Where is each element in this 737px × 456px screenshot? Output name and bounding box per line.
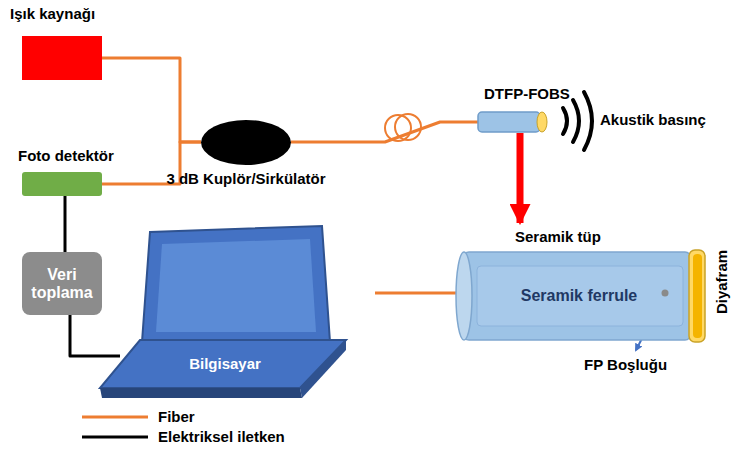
computer-laptop: Bilgisayar [120, 342, 330, 386]
legend-sample-fiber [82, 416, 148, 419]
node-text: DTFP-FOBS [484, 85, 570, 102]
fiber-line [375, 292, 460, 295]
sensor-probe: DTFP-FOBS [478, 111, 548, 133]
fiber-coil [385, 114, 421, 141]
sensor-probe-outline [478, 111, 548, 133]
node-text: Seramik ferrule [481, 287, 677, 305]
data-acquisition-box: Veri toplama [22, 252, 102, 315]
node-text: 3 dB Kuplör/Sirkülatör [166, 170, 325, 187]
node-text: Işık kaynağı [10, 5, 95, 22]
coil-loop [395, 114, 421, 140]
fiber-line [102, 58, 201, 142]
laptop-display [156, 239, 316, 332]
photodetector-box: Foto detektör [22, 172, 102, 196]
light-source-box: Işık kaynağı [22, 36, 102, 80]
laptop-screen [142, 226, 330, 342]
electrical-wire [64, 196, 67, 252]
annotation-label: FP Boşluğu [584, 356, 667, 373]
electrical-wire [70, 315, 120, 356]
legend-text: Elektriksel iletken [158, 428, 285, 445]
wave-arc [573, 100, 579, 142]
node-text: Seramik tüp [515, 228, 601, 245]
ceramic-ferrule: Seramik ferrule [481, 268, 677, 324]
wave-arc [584, 92, 592, 150]
coupler-ellipse: 3 dB Kuplör/Sirkülatör [201, 120, 291, 165]
laptop-base-side [300, 340, 346, 398]
wave-arc [563, 108, 567, 134]
legend-sample-wire [82, 436, 148, 439]
node-text: Bilgisayar [120, 355, 330, 372]
node-text: Foto detektör [18, 147, 114, 164]
zoom-arrow [517, 133, 524, 223]
node-text: Veri toplama [26, 265, 98, 302]
annotation-label: Diyafram [713, 250, 730, 314]
laptop-base-front [100, 388, 302, 398]
annotation-label: Akustik basınç [600, 111, 706, 128]
ceramic-tube: Seramik tüpSeramik ferrule [455, 226, 707, 342]
legend-text: Fiber [158, 408, 195, 425]
